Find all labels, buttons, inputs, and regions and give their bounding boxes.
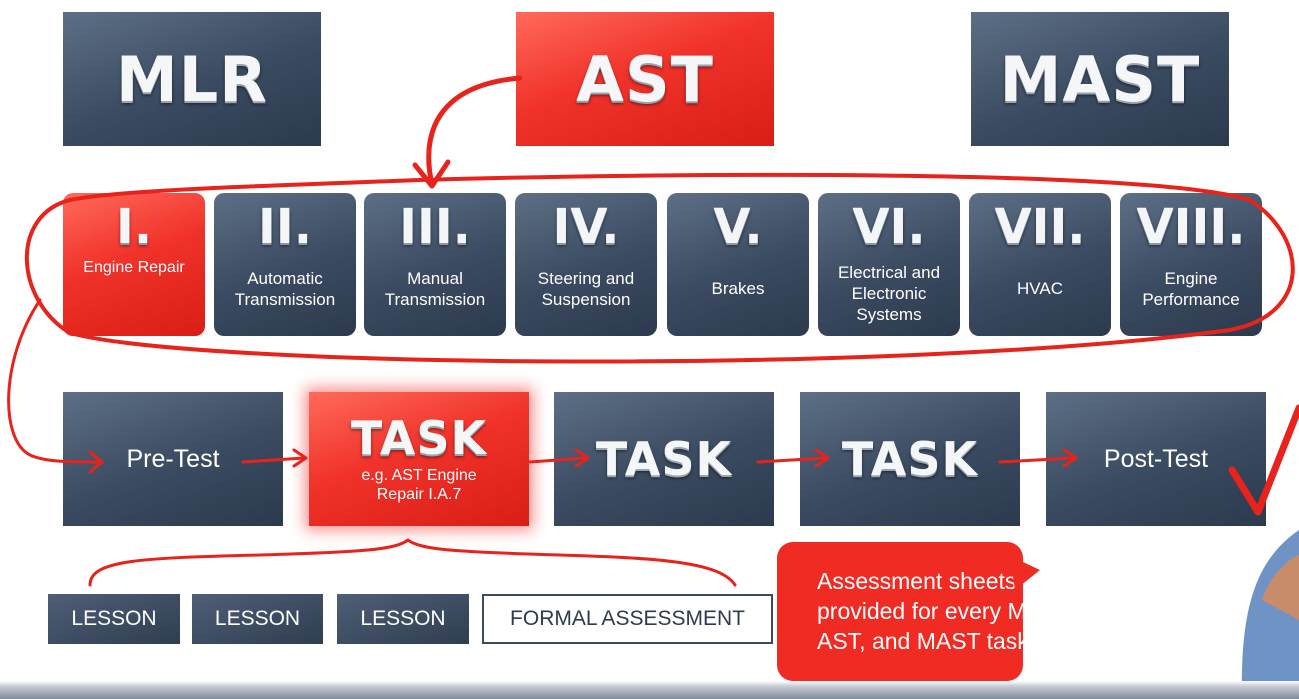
level-mlr[interactable]: MLR: [63, 12, 321, 146]
check-mark: [1228, 404, 1299, 516]
lesson-button-1[interactable]: LESSON: [48, 594, 180, 644]
callout-line: Assessment sheets: [817, 568, 1017, 594]
arrowhead-4: [1062, 448, 1078, 468]
area-numeral: VIII.: [1136, 199, 1246, 255]
area-hvac[interactable]: VII. HVAC: [969, 193, 1111, 336]
callout-line: AST, and MAST task!: [817, 628, 1036, 654]
arrowhead-3: [814, 448, 830, 468]
area-label: Engine Performance: [1142, 268, 1240, 309]
area-label: Manual Transmission: [384, 268, 486, 309]
step-label: TASK: [595, 432, 733, 486]
area-numeral: VI.: [852, 199, 926, 255]
step-post-test[interactable]: Post-Test: [1046, 392, 1266, 526]
lesson-button-3[interactable]: LESSON: [337, 594, 469, 644]
area-label: HVAC: [1017, 279, 1063, 298]
area-engine-repair[interactable]: I. Engine Repair: [63, 193, 205, 336]
lesson-button-2[interactable]: LESSON: [192, 594, 323, 644]
level-ast[interactable]: AST: [516, 12, 774, 146]
area-label: Electrical and Electronic Systems: [837, 263, 941, 324]
instructor-photo: [1241, 530, 1299, 699]
arrowhead-ast: [412, 159, 451, 189]
area-numeral: VII.: [994, 199, 1086, 255]
loop-around-areas: [24, 172, 1295, 364]
step-label: Post-Test: [1103, 444, 1209, 473]
arrowhead-1: [292, 448, 308, 468]
area-numeral: III.: [399, 199, 471, 255]
step-task-3[interactable]: TASK: [800, 392, 1020, 526]
area-numeral: I.: [115, 199, 153, 255]
level-label: AST: [576, 42, 714, 116]
level-label: MAST: [999, 42, 1201, 116]
arrowhead-pretest: [88, 450, 104, 474]
step-label: Pre-Test: [126, 444, 220, 473]
task-example-text: e.g. AST Engine Repair I.A.7: [361, 467, 477, 503]
area-label: Engine Repair: [83, 259, 185, 276]
area-steering-suspension[interactable]: IV. Steering and Suspension: [515, 193, 657, 336]
area-electrical-electronic[interactable]: VI. Electrical and Electronic Systems: [818, 193, 960, 336]
area-numeral: II.: [258, 199, 312, 255]
arrow-task3-posttest: [998, 456, 1076, 464]
level-label: MLR: [116, 42, 268, 116]
area-automatic-transmission[interactable]: II. Automatic Transmission: [214, 193, 356, 336]
arrow-ast-to-areas: [426, 75, 523, 188]
arrow-task2-task3: [756, 456, 828, 464]
area-brakes[interactable]: V. Brakes: [667, 193, 809, 336]
area-label: Steering and Suspension: [537, 268, 635, 309]
area-label: Brakes: [711, 279, 765, 298]
arrow-pretest-task: [241, 456, 306, 464]
area-numeral: IV.: [552, 199, 620, 255]
step-label: TASK: [350, 411, 488, 465]
level-mast[interactable]: MAST: [971, 12, 1229, 146]
step-label: TASK: [841, 432, 979, 486]
area-manual-transmission[interactable]: III. Manual Transmission: [364, 193, 506, 336]
formal-assessment-button[interactable]: FORMAL ASSESSMENT: [482, 594, 773, 644]
callout-bubble: Assessment sheets provided for every MLR…: [777, 542, 1063, 681]
bottom-rule: [0, 681, 1299, 699]
arrow-to-pretest: [7, 298, 102, 464]
area-numeral: V.: [713, 199, 763, 255]
callout-line: provided for every MLR,: [817, 598, 1063, 624]
arrow-task-task2: [528, 456, 588, 464]
step-task-example[interactable]: TASK e.g. AST Engine Repair I.A.7: [309, 392, 529, 526]
area-label: Automatic Transmission: [234, 268, 336, 309]
bracket-under-task: [88, 538, 737, 587]
arrowhead-2: [574, 448, 590, 468]
step-task-2[interactable]: TASK: [554, 392, 774, 526]
area-engine-performance[interactable]: VIII. Engine Performance: [1120, 193, 1262, 336]
